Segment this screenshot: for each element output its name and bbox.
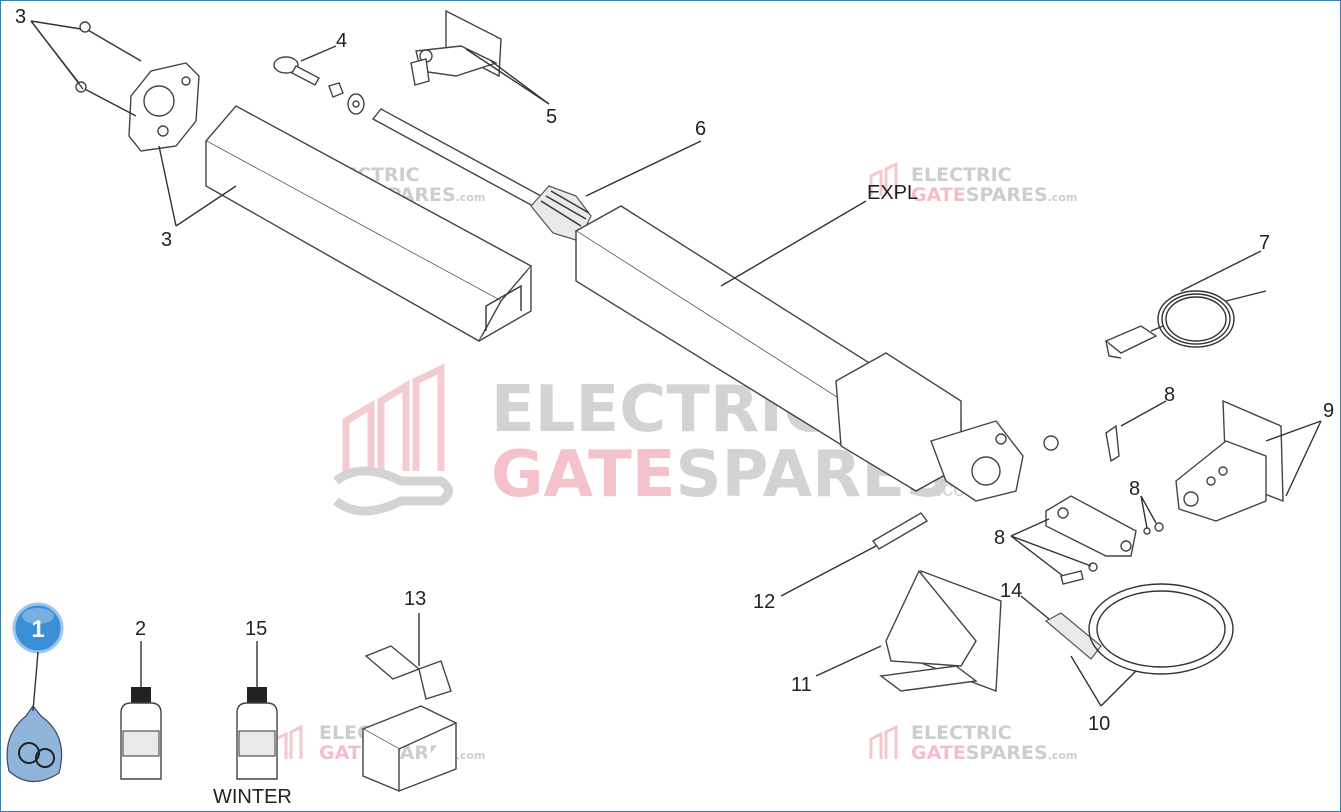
callout-3-bottom: 3 xyxy=(161,229,172,251)
part-wall-bracket xyxy=(879,569,1002,692)
callout-10: 10 xyxy=(1088,713,1110,735)
callout-11: 11 xyxy=(791,674,812,696)
bottle-2-cap xyxy=(131,687,151,703)
callout-6: 6 xyxy=(695,118,706,140)
part-piston-rod xyxy=(371,108,592,242)
watermark-small-4-line2: GATESPARES.com xyxy=(911,742,1077,764)
wm-s2-gate: GATE xyxy=(911,184,966,206)
part-bottle-2 xyxy=(120,687,162,780)
wm-s3-suffix: .com xyxy=(456,749,486,762)
watermark-small-2-line1: ELECTRIC xyxy=(911,164,1012,186)
watermark-small-4: ELECTRIC GATESPARES.com xyxy=(869,722,1077,764)
callout-expl: EXPL xyxy=(867,182,918,204)
callout-7: 7 xyxy=(1259,232,1270,254)
wm-s4-suffix: .com xyxy=(1048,749,1078,762)
part-rear-bracket xyxy=(1175,399,1284,522)
callout-14: 14 xyxy=(1000,580,1022,602)
part-limit-switch xyxy=(1104,290,1267,359)
wm-s2-suffix: .com xyxy=(1048,191,1078,204)
watermark-small-2: ELECTRIC GATESPARES.com xyxy=(869,161,1077,206)
badge-number: 1 xyxy=(31,616,44,643)
callout-labels: 3 3 4 5 6 EXPL 7 8 9 8 8 12 14 11 10 13 … xyxy=(15,6,1334,808)
callout-2: 2 xyxy=(135,618,146,640)
bottle-15-cap xyxy=(247,687,267,703)
part-box xyxy=(361,645,458,793)
callout-8-mid: 8 xyxy=(1129,478,1140,500)
callout-4: 4 xyxy=(336,30,347,52)
wm-s4-gate: GATE xyxy=(911,742,966,764)
part-actuator-body xyxy=(574,205,1024,502)
wm-s2-spares: SPARES xyxy=(966,184,1048,206)
part-hinge-pin xyxy=(871,512,929,550)
part-eye-bolt xyxy=(273,56,365,115)
part-cover-profile xyxy=(204,105,533,342)
callout-12: 12 xyxy=(753,591,775,613)
callout-8-top: 8 xyxy=(1164,384,1175,406)
callout-3-top: 3 xyxy=(15,6,26,28)
watermark-logo-icon xyxy=(333,363,453,516)
part-rear-cap xyxy=(75,21,200,152)
wm-s1-suffix: .com xyxy=(456,191,486,204)
callout-5: 5 xyxy=(546,106,557,128)
callout-8-left: 8 xyxy=(994,527,1005,549)
watermark-gate: GATE xyxy=(491,438,675,512)
part-pin xyxy=(1043,424,1120,463)
watermark-small-2-line2: GATESPARES.com xyxy=(911,184,1077,206)
part-spares-bag xyxy=(6,704,63,783)
part-sensor xyxy=(1044,583,1234,675)
callout-13: 13 xyxy=(404,588,426,610)
label-winter: WINTER xyxy=(213,786,292,808)
part-bottle-15 xyxy=(236,687,278,780)
callout-9: 9 xyxy=(1323,400,1334,422)
watermark-small-4-line1: ELECTRIC xyxy=(911,722,1012,744)
part-clevis xyxy=(1045,495,1164,585)
callout-15: 15 xyxy=(245,618,267,640)
leader-lines xyxy=(30,20,1322,712)
wm-s4-spares: SPARES xyxy=(966,742,1048,764)
wm-s3-gate: GATE xyxy=(319,742,374,764)
item-badge-1: 1 xyxy=(12,602,64,654)
part-front-bracket xyxy=(410,9,502,86)
